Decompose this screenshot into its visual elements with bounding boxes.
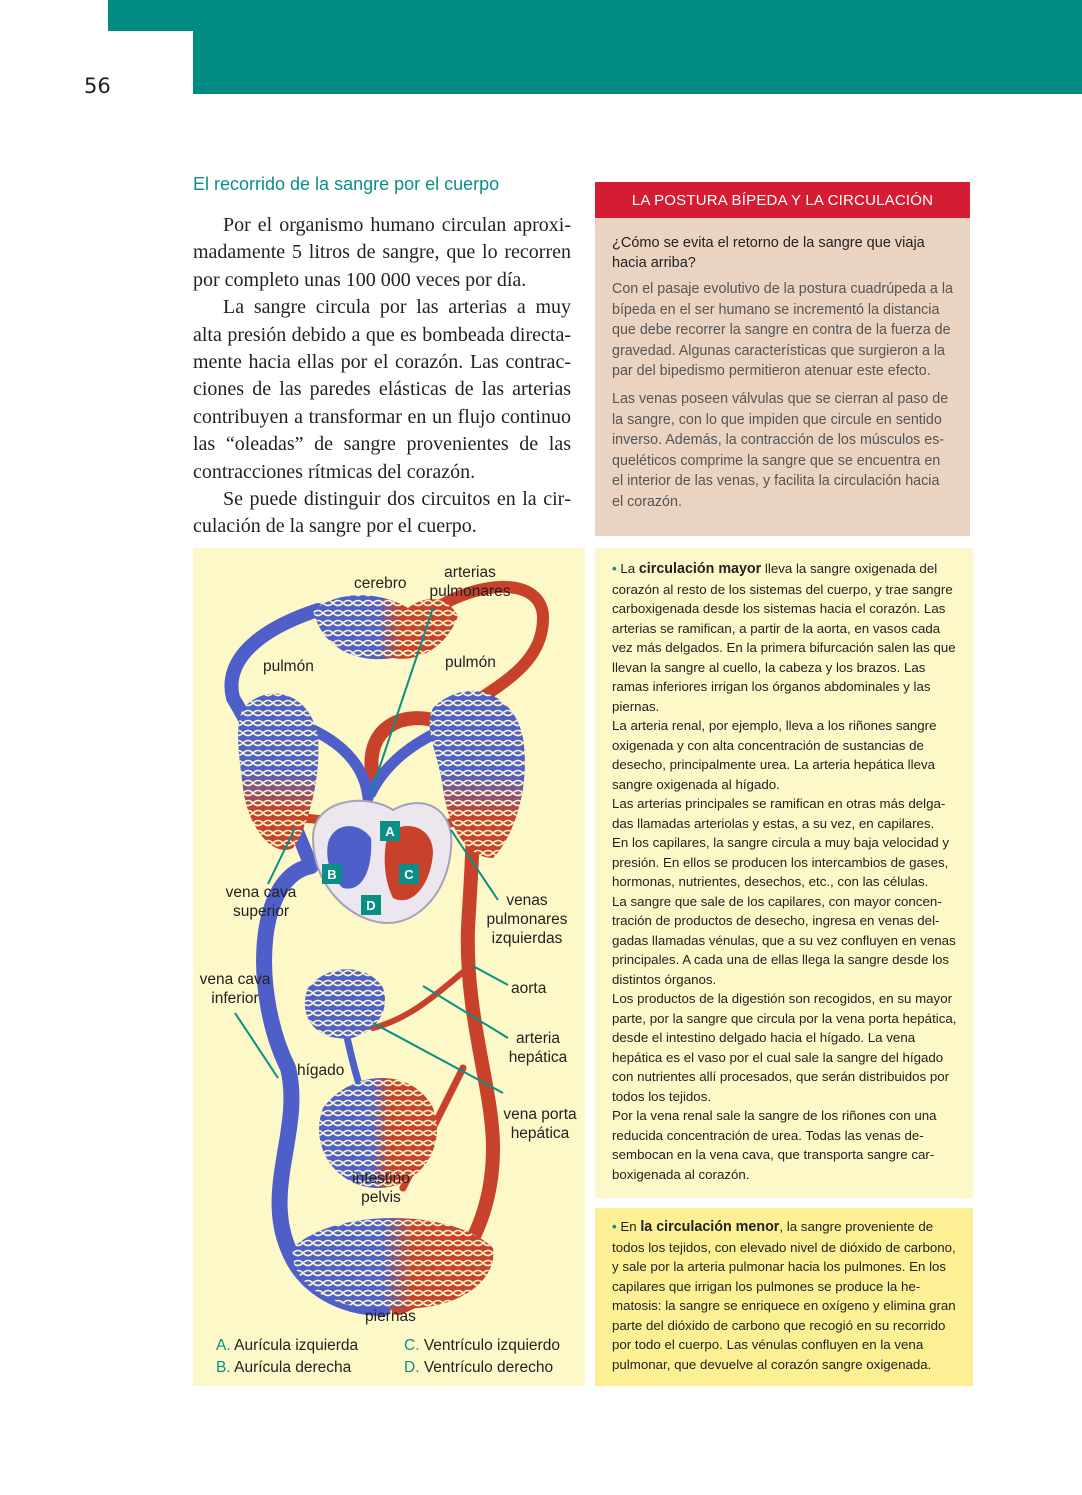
label-intestino: intestino pelvis bbox=[352, 1170, 410, 1206]
term: la circulación menor bbox=[640, 1219, 780, 1235]
term: circulación mayor bbox=[638, 561, 762, 577]
header-band-lower bbox=[193, 31, 1082, 94]
tag-c: C bbox=[399, 864, 419, 884]
legend-item: D. Ventrículo derecho bbox=[404, 1359, 554, 1376]
header-band bbox=[108, 0, 1082, 31]
label-pulmon-right: pulmón bbox=[445, 654, 496, 671]
paragraph: • La circulación mayor lleva la sangre o… bbox=[612, 561, 956, 714]
label-venas-pulmonares: venas pulmonares izquierdas bbox=[486, 892, 568, 947]
label-arterias-pulmonares: arterias pulmonares bbox=[429, 564, 511, 600]
sidebox-body: ¿Cómo se evita el retorno de la sangre q… bbox=[595, 218, 970, 536]
legend-item: C. Ventrículo izquierdo bbox=[404, 1337, 560, 1354]
circulacion-menor-box: • En la circulación menor, la sangre pro… bbox=[595, 1208, 973, 1386]
circulation-illustration bbox=[224, 580, 549, 1316]
tag-d: D bbox=[361, 895, 381, 915]
sidebox-paragraph: Las venas poseen válvulas que se cierran… bbox=[612, 390, 949, 510]
paragraph: Por el organismo humano circulan aproxi­… bbox=[193, 214, 571, 291]
label-aorta: aorta bbox=[511, 980, 547, 997]
label-arteria-hepatica: arteria hepática bbox=[508, 1030, 568, 1066]
paragraph: • En la circulación menor, la sangre pro… bbox=[612, 1219, 956, 1372]
legend-item: B. Aurícula derecha bbox=[216, 1359, 352, 1376]
paragraph: La sangre que sale de los capilares, con… bbox=[612, 893, 956, 987]
tag-b: B bbox=[322, 864, 342, 884]
label-piernas: piernas bbox=[365, 1308, 416, 1325]
legend-item: A. Aurícula izquierda bbox=[216, 1337, 359, 1354]
label-pulmon-left: pulmón bbox=[263, 658, 314, 675]
label-vena-cava-inferior: vena cava inferior bbox=[199, 971, 271, 1007]
circulation-diagram: cerebro arterias pulmonares pulmón pulmó… bbox=[193, 548, 585, 1386]
tag-a: A bbox=[380, 821, 400, 841]
label-higado: hígado bbox=[297, 1062, 345, 1079]
paragraph: La sangre circula por las arterias a muy… bbox=[193, 296, 571, 483]
paragraph: Los productos de la digestión son recogi… bbox=[612, 991, 957, 1104]
paragraph: En los capilares, la sangre circula a mu… bbox=[612, 835, 950, 889]
label-vena-cava-superior: vena cava superior bbox=[225, 884, 297, 920]
paragraph: Se puede distinguir dos circuitos en la … bbox=[193, 488, 571, 538]
sidebox-question: ¿Cómo se evita el retorno de la sangre q… bbox=[612, 235, 925, 271]
label-cerebro: cerebro bbox=[354, 575, 407, 592]
paragraph: Las arterias principales se ramifican en… bbox=[612, 796, 946, 831]
page-number: 56 bbox=[84, 74, 111, 98]
sidebox-header: LA POSTURA BÍPEDA Y LA CIRCULACIÓN bbox=[595, 182, 970, 218]
main-text: Por el organismo humano circulan aproxi­… bbox=[193, 212, 571, 541]
paragraph: La arteria renal, por ejemplo, lleva a l… bbox=[612, 718, 937, 792]
paragraph: Por la vena renal sale la sangre de los … bbox=[612, 1108, 937, 1182]
label-vena-porta: vena porta hepática bbox=[503, 1106, 577, 1142]
section-title: El recorrido de la sangre por el cuerpo bbox=[193, 174, 500, 194]
sidebox-paragraph: Con el pasaje evolutivo de la postura cu… bbox=[612, 281, 953, 380]
circulacion-mayor-box: • La circulación mayor lleva la sangre o… bbox=[595, 548, 973, 1198]
